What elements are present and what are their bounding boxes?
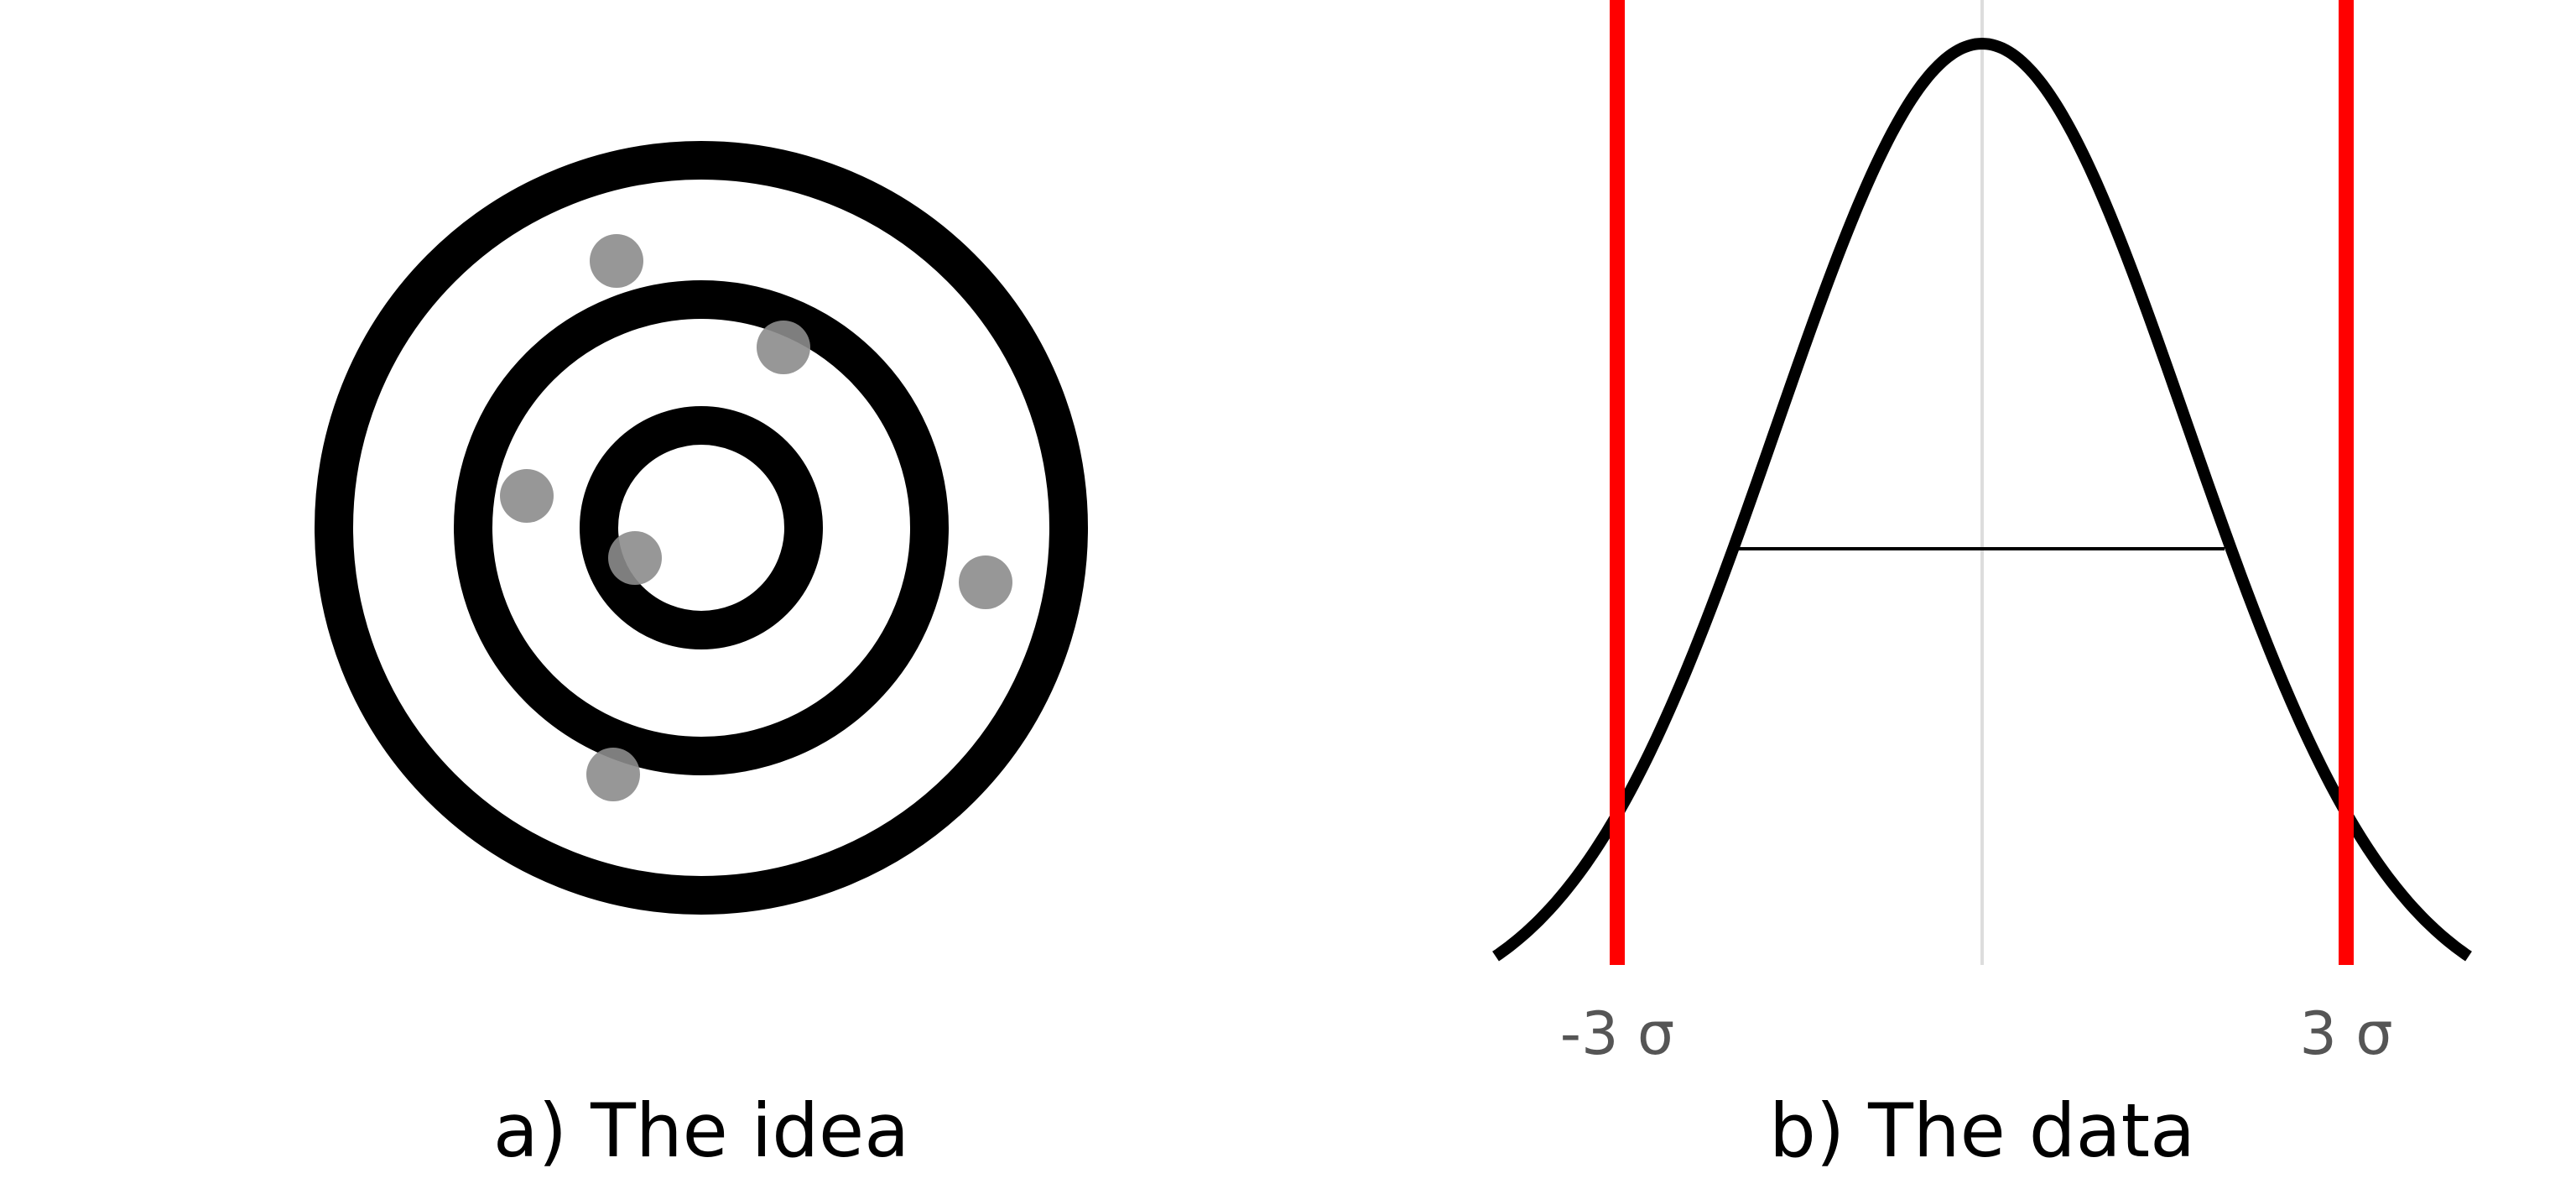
- outer-ring: [315, 141, 1088, 915]
- shot-point: [959, 555, 1012, 609]
- idea-caption: a) The idea: [493, 1087, 909, 1174]
- shot-point: [608, 531, 662, 585]
- inner-ring: [580, 406, 823, 649]
- upper-limit-label: 3 σ: [2299, 999, 2392, 1068]
- distribution-panel: -3 σ 3 σ: [1492, 0, 2472, 1068]
- shot-point: [590, 234, 643, 288]
- shot-point: [500, 469, 554, 523]
- bell-curve: [1492, 37, 2472, 962]
- data-caption: b) The data: [1769, 1087, 2195, 1174]
- lower-limit-label: -3 σ: [1560, 999, 1674, 1068]
- target-panel: [315, 141, 1088, 915]
- shot-point: [757, 321, 810, 374]
- middle-ring: [454, 280, 949, 775]
- shot-point: [586, 748, 640, 801]
